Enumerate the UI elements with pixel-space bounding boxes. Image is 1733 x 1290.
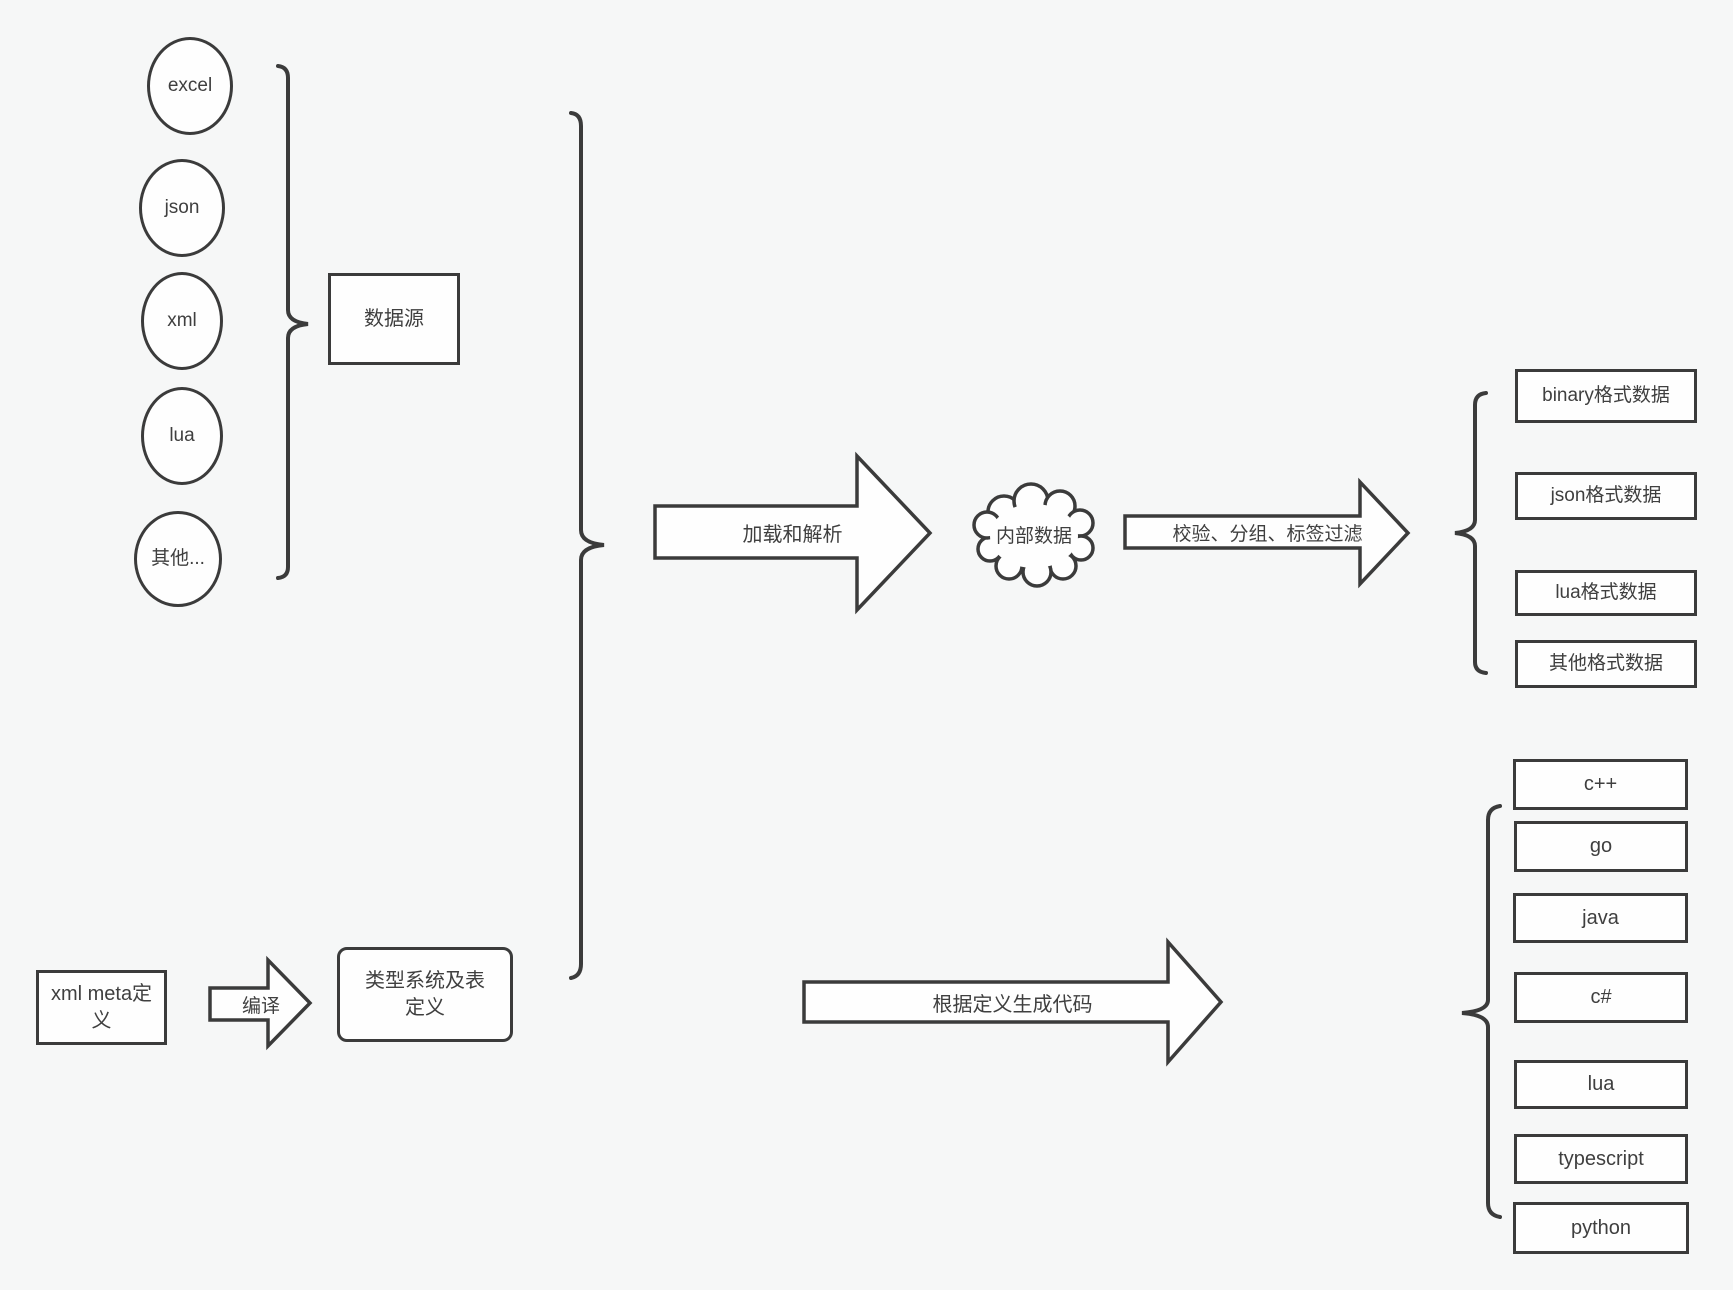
xml-meta-definition-label: xml meta定义 xyxy=(50,982,153,1032)
codegen-arrow xyxy=(802,937,1224,1067)
xml-meta-definition-box: xml meta定义 xyxy=(36,970,167,1045)
language-box-go: go xyxy=(1514,821,1688,872)
source-node-other: 其他... xyxy=(134,511,222,607)
language-box-cpp: c++ xyxy=(1513,759,1688,810)
filter-arrow xyxy=(1123,477,1411,589)
source-node-excel: excel xyxy=(147,37,233,135)
type-system-box: 类型系统及表定义 xyxy=(337,947,513,1042)
language-box-csharp: c# xyxy=(1514,972,1688,1023)
format-box-json: json格式数据 xyxy=(1515,472,1697,520)
languages-brace xyxy=(1461,804,1502,1219)
format-box-lua: lua格式数据 xyxy=(1515,570,1697,616)
sources-brace xyxy=(276,64,309,580)
language-box-java: java xyxy=(1513,893,1688,943)
inputs-big-brace xyxy=(569,111,605,980)
language-box-python: python xyxy=(1513,1202,1689,1254)
source-node-json: json xyxy=(139,159,225,257)
load-parse-arrow xyxy=(653,451,933,615)
source-node-lua: lua xyxy=(141,387,223,485)
format-box-other: 其他格式数据 xyxy=(1515,640,1697,688)
data-source-group-box: 数据源 xyxy=(328,273,460,365)
type-system-label: 类型系统及表定义 xyxy=(365,969,485,1019)
compile-arrow xyxy=(208,955,313,1051)
language-box-typescript: typescript xyxy=(1514,1134,1688,1184)
formats-brace xyxy=(1454,391,1488,675)
source-node-xml: xml xyxy=(141,272,223,370)
language-box-lua: lua xyxy=(1514,1060,1688,1109)
format-box-binary: binary格式数据 xyxy=(1515,369,1697,423)
internal-data-cloud xyxy=(972,482,1095,588)
